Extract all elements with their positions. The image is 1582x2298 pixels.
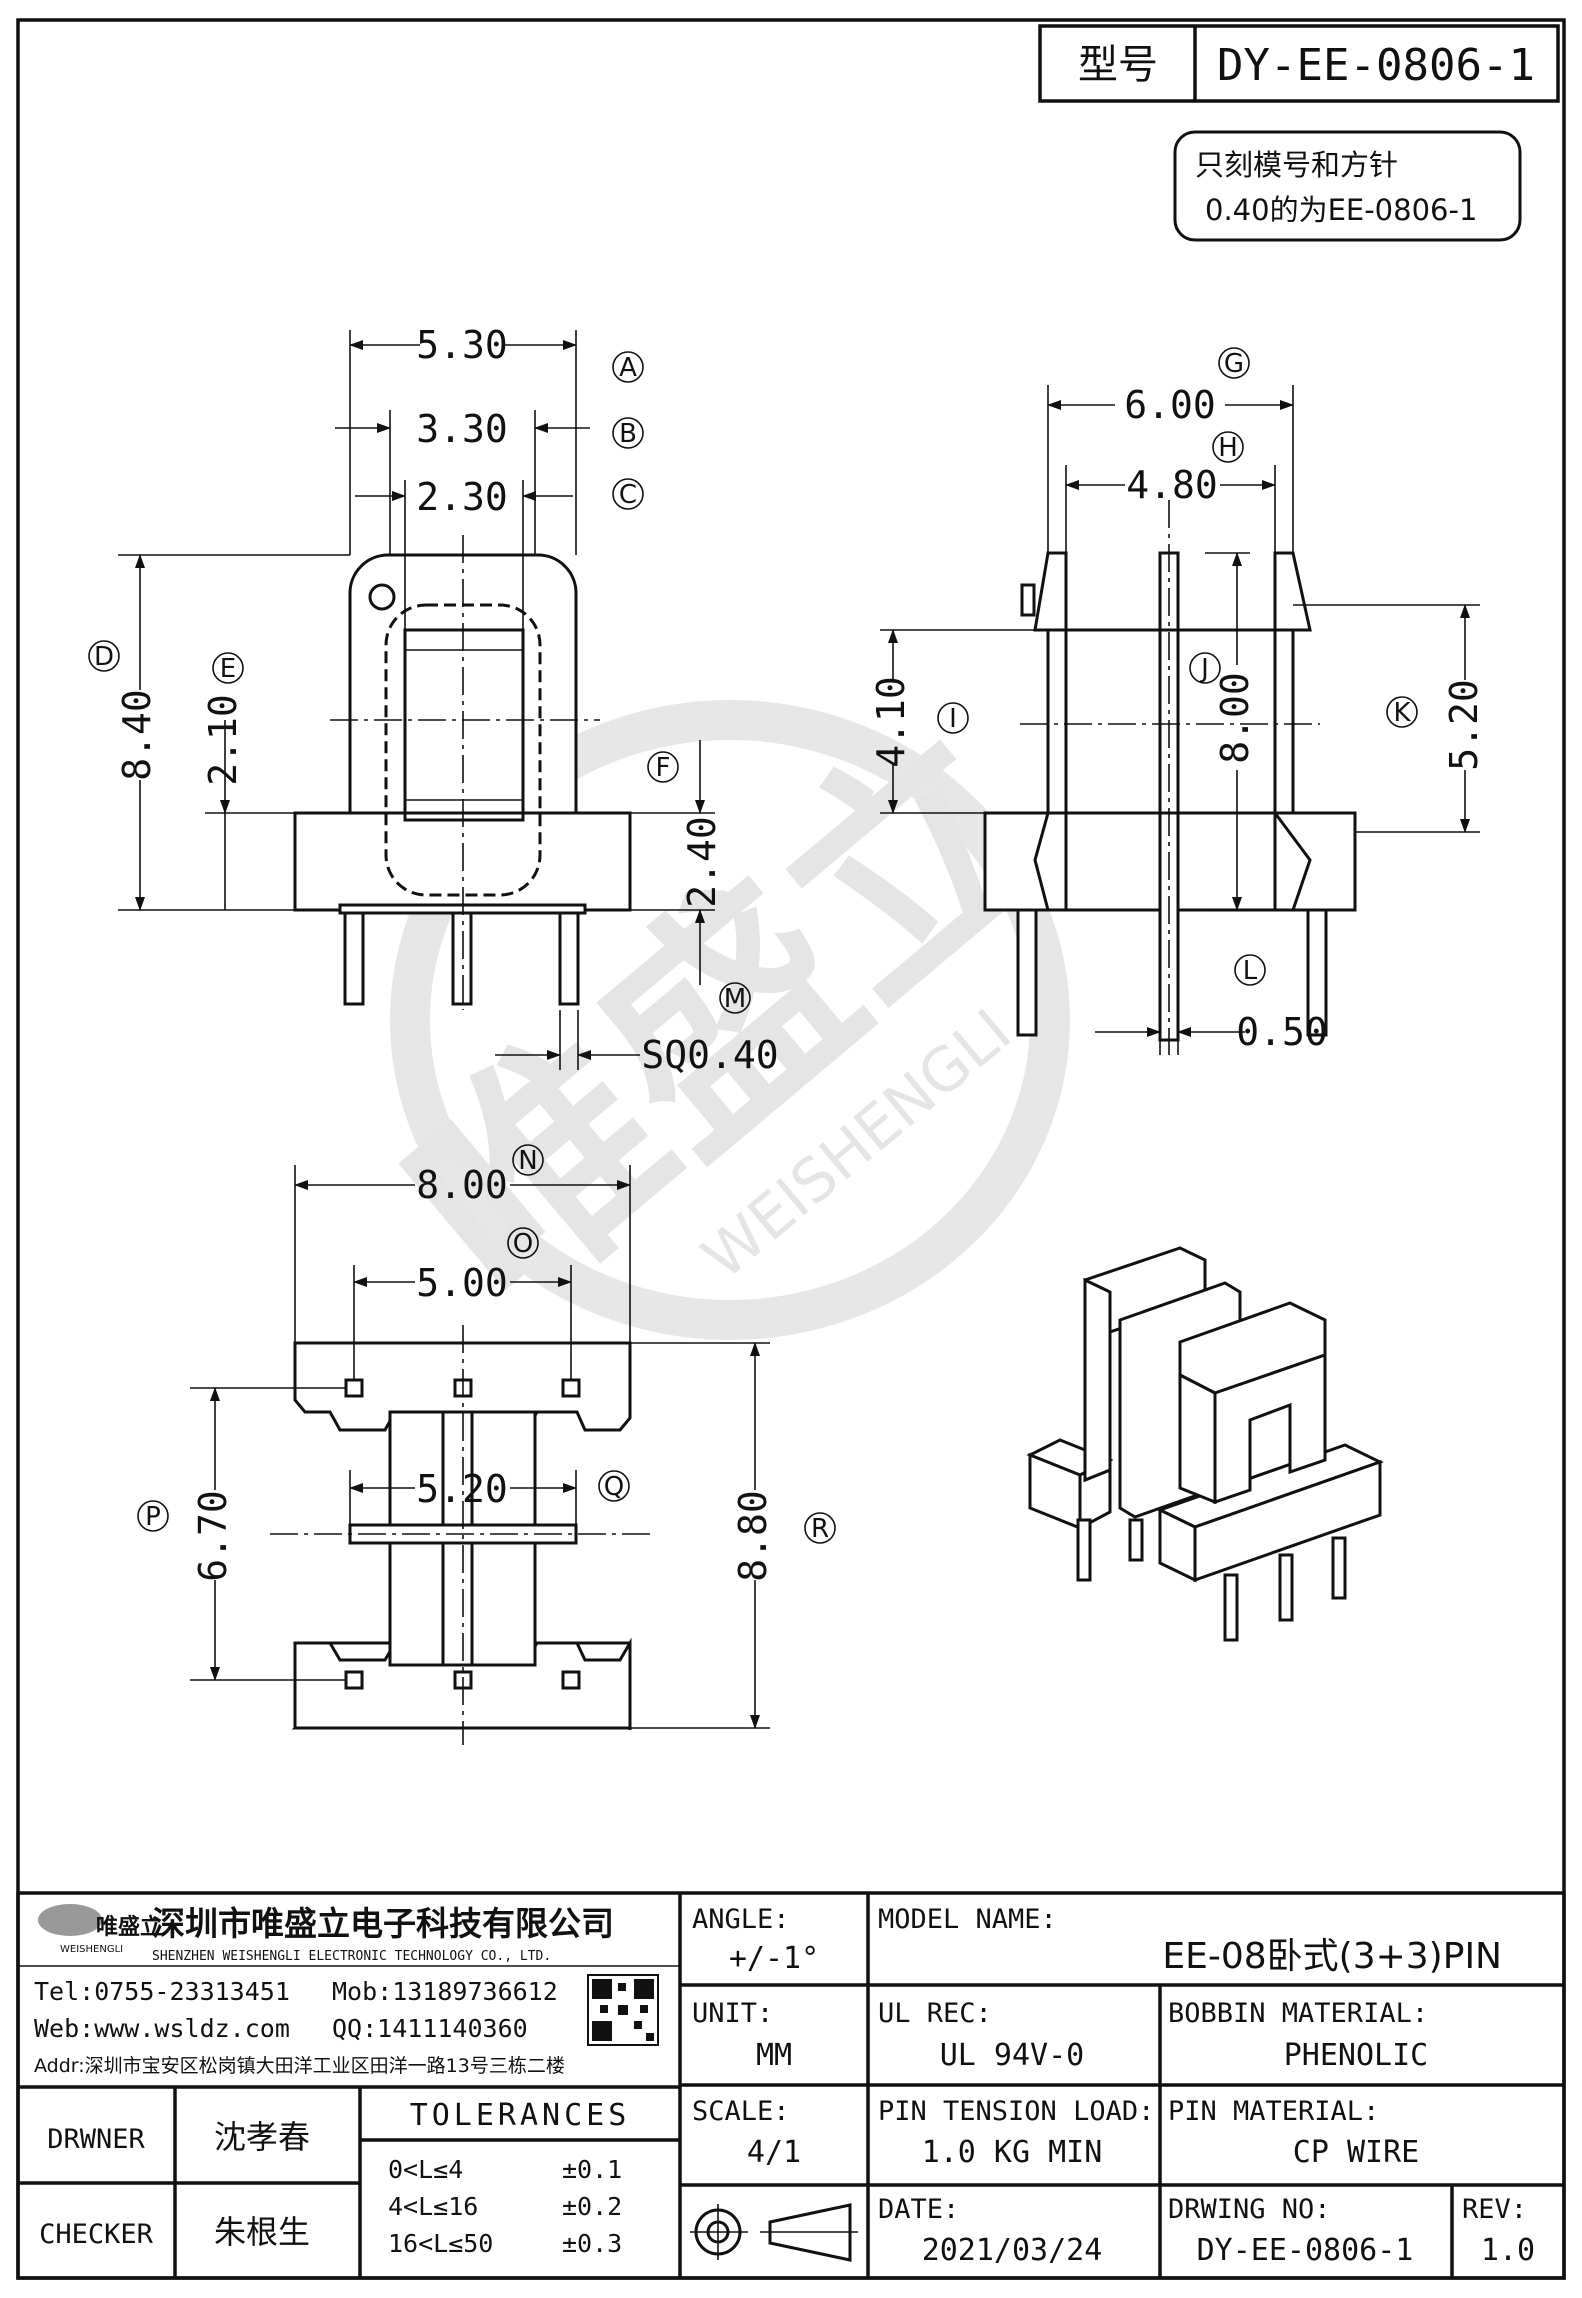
dim-j-value: 8.00 (1213, 672, 1257, 764)
dim-b-value: 3.30 (416, 407, 508, 451)
label-p: P (145, 1502, 161, 1532)
label-h: H (1218, 433, 1238, 463)
model-label: 型号 (1078, 42, 1158, 88)
label-i: I (949, 704, 957, 734)
tol-row-2-range: 4<L≤16 (388, 2192, 478, 2221)
ul-label: UL REC: (878, 1998, 992, 2029)
company-mob: Mob:13189736612 (332, 1977, 558, 2006)
drawer-value: 沈孝春 (214, 2118, 310, 2156)
model-title-box: 型号 DY-EE-0806-1 (1038, 24, 1560, 103)
ul-value: UL 94V-0 (940, 2038, 1085, 2073)
tol-row-3-value: ±0.3 (562, 2229, 622, 2258)
pin-tension-value: 1.0 KG MIN (922, 2135, 1103, 2170)
top-view: 8.00 N 5.00 O 5.20 Q 6.70 P 8.80 R (137, 1144, 836, 1745)
pin-material-label: PIN MATERIAL: (1168, 2096, 1379, 2127)
company-addr: Addr:深圳市宝安区松岗镇大田洋工业区田洋一路13号三栋二楼 (34, 2055, 565, 2077)
angle-label: ANGLE: (692, 1904, 790, 1935)
dim-n-value: 8.00 (416, 1163, 508, 1207)
logo-text: 唯盛立 (96, 1914, 162, 1940)
dim-c-value: 2.30 (416, 475, 508, 519)
tol-row-2-value: ±0.2 (562, 2192, 622, 2221)
label-j: J (1199, 654, 1209, 684)
front-view: 5.30 A 3.30 B 2.30 C 8.40 D 2.10 E (88, 323, 779, 1077)
isometric-view (1026, 1246, 1384, 1642)
dim-g-value: 6.00 (1124, 383, 1216, 427)
label-k: K (1393, 698, 1411, 728)
tolerances-label: TOLERANCES (410, 2098, 631, 2133)
pin-tension-label: PIN TENSION LOAD: (878, 2096, 1154, 2127)
angle-value: +/-1° (729, 1941, 819, 1976)
dim-k-value: 5.20 (1442, 679, 1486, 771)
label-c: C (619, 480, 637, 510)
note-box: 只刻模号和方针 0.40的为EE-0806-1 (1173, 130, 1522, 242)
unit-label: UNIT: (692, 1998, 773, 2029)
logo-sub: WEISHENGLI (60, 1944, 123, 1955)
model-name-value: EE-08卧式(3+3)PIN (1162, 1936, 1502, 1977)
drawer-label: DRWNER (47, 2124, 145, 2155)
side-view: 6.00 G 4.80 H 4.10 I 8.00 J 5.20 K (869, 347, 1486, 1055)
tol-row-1-value: ±0.1 (562, 2155, 622, 2184)
dim-a-value: 5.30 (416, 323, 508, 367)
company-web: Web:www.wsldz.com (34, 2014, 290, 2043)
qr-code (587, 1974, 659, 2046)
dim-h-value: 4.80 (1126, 463, 1218, 507)
dim-e-value: 2.10 (201, 694, 245, 786)
unit-value: MM (756, 2038, 792, 2073)
note-line-2: 0.40的为EE-0806-1 (1205, 193, 1477, 227)
company-qq: QQ:1411140360 (332, 2014, 528, 2043)
company-name-en: SHENZHEN WEISHENGLI ELECTRONIC TECHNOLOG… (152, 1949, 551, 1964)
dim-l-value: 0.50 (1236, 1010, 1328, 1054)
date-label: DATE: (878, 2194, 959, 2225)
company-name-cn: 深圳市唯盛立电子科技有限公司 (152, 1904, 614, 1943)
checker-value: 朱根生 (214, 2213, 310, 2251)
dim-f-value: 2.40 (680, 816, 724, 908)
dim-p-value: 6.70 (191, 1490, 235, 1582)
checker-label: CHECKER (39, 2219, 154, 2250)
label-l: L (1243, 956, 1258, 986)
label-a: A (619, 353, 637, 383)
label-f: F (656, 753, 671, 783)
label-e: E (220, 654, 236, 684)
note-line-1: 只刻模号和方针 (1195, 148, 1398, 182)
bobbin-material-label: BOBBIN MATERIAL: (1168, 1998, 1428, 2029)
label-q: Q (604, 1472, 624, 1502)
model-number: DY-EE-0806-1 (1217, 40, 1535, 91)
model-name-label: MODEL NAME: (878, 1904, 1057, 1935)
label-r: R (811, 1514, 829, 1544)
bobbin-material-value: PHENOLIC (1284, 2038, 1429, 2073)
label-n: N (518, 1146, 537, 1176)
title-block: 唯盛立 WEISHENGLI 深圳市唯盛立电子科技有限公司 SHENZHEN W… (16, 1891, 1566, 2280)
dim-q-value: 5.20 (416, 1467, 508, 1511)
projection-symbol (690, 2203, 858, 2262)
label-b: B (619, 419, 637, 449)
dim-r-value: 8.80 (731, 1490, 775, 1582)
dim-m-value: SQ0.40 (641, 1033, 778, 1077)
scale-value: 4/1 (747, 2135, 801, 2170)
dim-d-value: 8.40 (115, 689, 159, 781)
label-g: G (1224, 349, 1244, 379)
scale-label: SCALE: (692, 2096, 790, 2127)
label-m: M (724, 984, 746, 1014)
drawing-no-label: DRWING NO: (1168, 2194, 1331, 2225)
dim-i-value: 4.10 (869, 676, 913, 768)
rev-label: REV: (1462, 2194, 1527, 2225)
company-logo: 唯盛立 WEISHENGLI (38, 1904, 162, 1955)
pin-material-value: CP WIRE (1293, 2135, 1419, 2170)
tol-row-3-range: 16<L≤50 (388, 2229, 493, 2258)
drawing-no-value: DY-EE-0806-1 (1197, 2233, 1414, 2268)
label-d: D (94, 642, 114, 672)
company-tel: Tel:0755-23313451 (34, 1977, 290, 2006)
tol-row-1-range: 0<L≤4 (388, 2155, 463, 2184)
date-value: 2021/03/24 (922, 2233, 1103, 2268)
rev-value: 1.0 (1481, 2233, 1535, 2268)
dim-o-value: 5.00 (416, 1261, 508, 1305)
label-o: O (513, 1229, 533, 1259)
